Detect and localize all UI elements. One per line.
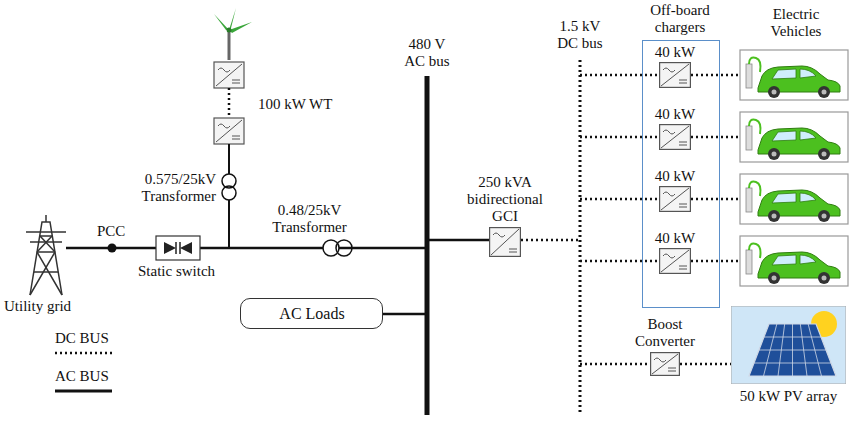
ac-sign [493, 233, 505, 237]
node-text: 40 kW [650, 230, 700, 247]
converter-node: Boost Converter [625, 316, 705, 376]
node-text: 40 kW [650, 44, 700, 61]
converter-diagonal [661, 64, 689, 86]
legend-text: AC BUS [55, 368, 109, 385]
ac-sign [654, 358, 666, 362]
label-text: 1.5 kV DC bus [550, 18, 610, 52]
converter-box [659, 186, 691, 212]
converter-node: 40 kW [650, 168, 700, 212]
converter-symbol [650, 352, 680, 376]
converter-node: 40 kW [650, 106, 700, 150]
dc-sign [668, 371, 676, 372]
label-text: Static switch [138, 263, 215, 280]
converter-outline [660, 187, 691, 212]
load-box: AC Loads [240, 298, 384, 330]
label-text: Electric Vehicles [758, 6, 834, 40]
converter-box [659, 248, 691, 274]
converter-node: 50 kW PV array [726, 306, 851, 405]
dc-sign [679, 145, 687, 146]
node-text: 50 kW PV array [716, 306, 856, 405]
converter-symbol [659, 62, 691, 88]
dc-sign [679, 269, 687, 270]
converter-diagonal [661, 250, 689, 272]
converter-symbol [489, 227, 521, 257]
node-text: 40 kW [650, 106, 700, 123]
converter-node: 250 kVA bidirectional GCI [462, 174, 548, 257]
pv-array-box [731, 306, 846, 384]
converter-diagonal [491, 229, 519, 255]
converter-symbol [659, 124, 691, 150]
converter-outline [651, 353, 680, 376]
converter-box [659, 62, 691, 88]
converter-diagonal [661, 126, 689, 148]
dc-sign [509, 252, 517, 253]
converter-node: 40 kW [650, 44, 700, 88]
label-text: PCC [97, 223, 125, 240]
converter-node: 40 kW [650, 230, 700, 274]
ac-sign [663, 130, 675, 134]
converter-box [650, 352, 680, 376]
label-text: 0.48/25kV Transformer [262, 202, 357, 236]
node-text: 250 kVA bidirectional GCI [462, 174, 548, 225]
panel-grid [759, 350, 826, 351]
dc-sign [679, 83, 687, 84]
node-text: 40 kW [650, 168, 700, 185]
converter-symbol [659, 186, 691, 212]
dc-sign [679, 207, 687, 208]
sky [731, 306, 846, 384]
dc-sign [679, 80, 687, 81]
panel-grid [754, 363, 831, 364]
converter-box [659, 124, 691, 150]
converter-outline [660, 63, 691, 88]
pv-array-picture [731, 306, 846, 384]
ac-sign [663, 68, 675, 72]
label-text: 100 kW WT [258, 96, 332, 113]
dc-sign [668, 368, 676, 369]
ac-sign [663, 254, 675, 258]
group-box: Off-board chargers 40 kW 40 kW 40 kW 40 kW [630, 2, 730, 308]
node-text: AC Loads [240, 298, 384, 330]
panel-grid [764, 337, 821, 338]
dc-sign [679, 142, 687, 143]
dc-link [680, 363, 731, 366]
converter-outline [490, 228, 521, 257]
solar-panel [749, 324, 836, 376]
dc-sign [679, 266, 687, 267]
converter-symbol [659, 248, 691, 274]
label-text: 0.575/25kV Transformer [116, 171, 216, 205]
label-text: 480 V AC bus [397, 36, 457, 70]
node-text: Boost Converter [625, 316, 705, 350]
dc-sign [509, 249, 517, 250]
legend-text: DC BUS [55, 330, 109, 347]
converter-outline [660, 249, 691, 274]
converter-diagonal [652, 354, 678, 374]
node-text: Off-board chargers [635, 2, 725, 36]
dc-sign [679, 204, 687, 205]
converter-diagonal [661, 188, 689, 210]
converter-box [489, 227, 521, 257]
ac-sign [663, 192, 675, 196]
label-text: Utility grid [4, 298, 71, 315]
converter-outline [660, 125, 691, 150]
